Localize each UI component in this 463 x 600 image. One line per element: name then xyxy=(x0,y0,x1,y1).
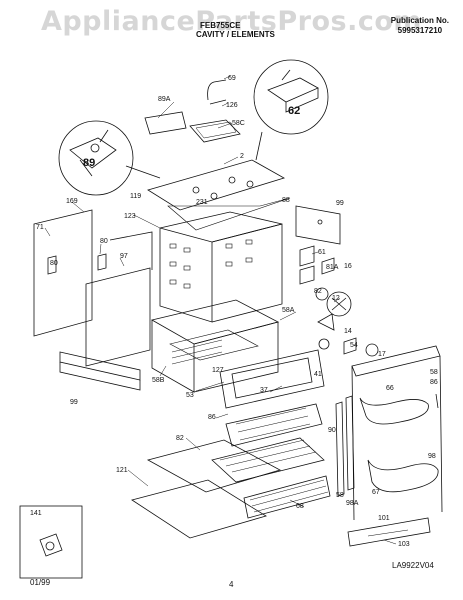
callout-89a: 89A xyxy=(158,96,171,103)
callout-88: 88 xyxy=(282,197,290,204)
top-panel xyxy=(147,159,291,231)
detail-circle-62 xyxy=(253,59,329,161)
rear-bracket xyxy=(295,205,341,245)
callout-58b: 58B xyxy=(152,377,165,384)
callout-82: 82 xyxy=(314,288,322,295)
side-panel-left xyxy=(33,209,93,337)
callout-41: 41 xyxy=(314,371,322,378)
callout-14: 14 xyxy=(344,328,352,335)
callout-54: 54 xyxy=(350,342,358,349)
callout-82b: 82 xyxy=(176,435,184,442)
callout-58c: 58C xyxy=(232,120,245,127)
callout-127: 127 xyxy=(212,367,224,374)
callout-98: 98 xyxy=(428,453,436,460)
callout-119: 119 xyxy=(130,193,141,200)
callout-86: 86 xyxy=(208,414,216,421)
callout-99b: 99 xyxy=(70,399,78,406)
callout-123: 123 xyxy=(124,213,136,220)
callout-58: 58 xyxy=(430,369,438,376)
callout-231: 231 xyxy=(196,199,208,206)
callout-80a: 80 xyxy=(100,238,108,245)
callout-81a: 81A xyxy=(326,264,339,271)
callout-37: 37 xyxy=(260,387,268,394)
callout-90: 90 xyxy=(328,427,336,434)
door-trim-strips xyxy=(335,395,355,497)
callout-17: 17 xyxy=(378,351,386,358)
callout-169: 169 xyxy=(66,198,78,205)
top-duct-parts xyxy=(144,79,241,143)
callout-103: 103 xyxy=(398,541,410,548)
callout-67: 67 xyxy=(372,489,380,496)
bottom-panels xyxy=(131,439,282,539)
section-title: CAVITY / ELEMENTS xyxy=(196,30,275,39)
callout-98a: 98A xyxy=(346,500,359,507)
callout-labels: 69 126 89A 58C 62 89 2 119 169 123 231 8… xyxy=(30,75,438,548)
footer-date: 01/99 xyxy=(30,578,51,587)
oven-racks xyxy=(211,403,331,519)
side-insulation xyxy=(85,231,153,367)
publication-block: Publication No. 5995317210 xyxy=(391,16,449,36)
callout-16: 16 xyxy=(344,263,352,270)
bottom-strips xyxy=(59,351,141,391)
callout-53: 53 xyxy=(186,392,194,399)
callout-68: 68 xyxy=(296,503,304,510)
watermark: AppliancePartsPros.com xyxy=(40,6,423,37)
model-number: FEB755CE xyxy=(200,21,241,30)
leader-lines xyxy=(44,75,397,545)
door-frame xyxy=(219,349,325,409)
callout-80b: 80 xyxy=(50,260,58,267)
callout-141: 141 xyxy=(30,510,42,517)
publication-number: 5995317210 xyxy=(397,26,443,35)
page-number: 4 xyxy=(229,580,234,589)
callout-97: 97 xyxy=(120,253,128,260)
drawing-code: LA9922V04 xyxy=(392,561,434,570)
callout-69: 69 xyxy=(228,75,236,82)
detail-circle-89 xyxy=(58,120,161,196)
callout-121: 121 xyxy=(116,467,128,474)
callout-58a: 58A xyxy=(282,307,295,314)
callout-61: 61 xyxy=(318,249,326,256)
callout-12: 12 xyxy=(332,295,340,302)
callout-71: 71 xyxy=(36,224,44,231)
bake-element-assembly xyxy=(351,345,443,521)
callout-58d: 58 xyxy=(336,492,344,499)
inset-141 xyxy=(19,505,83,579)
oven-liner xyxy=(150,299,280,393)
callout-66: 66 xyxy=(386,385,394,392)
callout-89: 89 xyxy=(83,157,95,169)
callout-99: 99 xyxy=(336,200,344,207)
callout-86b: 86 xyxy=(430,379,438,386)
callout-2: 2 xyxy=(240,153,244,160)
callout-101: 101 xyxy=(378,515,390,522)
callout-126: 126 xyxy=(226,102,238,109)
publication-label: Publication No. xyxy=(390,16,449,25)
callout-62: 62 xyxy=(288,105,300,117)
right-components xyxy=(299,245,379,357)
nameplate xyxy=(347,517,431,547)
oven-cavity xyxy=(159,211,283,323)
